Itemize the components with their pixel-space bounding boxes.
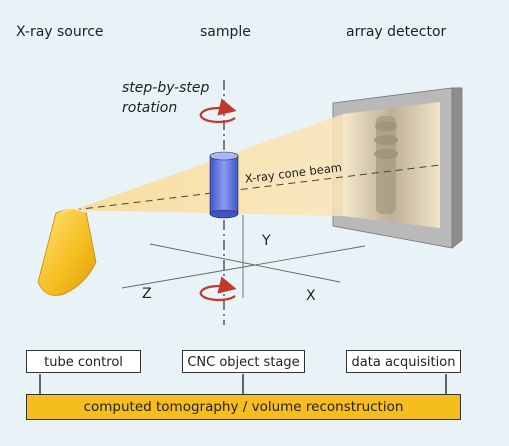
array-detector <box>332 87 463 249</box>
xray-source-label: X-ray source <box>16 24 104 40</box>
axis-x-label: X <box>306 288 316 304</box>
rotation-label-line2: rotation <box>122 100 178 116</box>
sample-label: sample <box>200 24 251 40</box>
axis-y-label: Y <box>262 233 271 249</box>
cnc-object-stage-box: CNC object stage <box>182 350 305 373</box>
xray-source-tube <box>37 207 97 296</box>
rotation-label-line1: step-by-step <box>122 80 210 96</box>
sample-cylinder <box>209 151 239 219</box>
detector-shadow-image <box>374 116 398 214</box>
xray-cone-beam <box>74 114 343 216</box>
reconstruction-bar: computed tomography / volume reconstruct… <box>26 394 461 420</box>
tube-control-box: tube control <box>26 350 141 373</box>
data-acquisition-box: data acquisition <box>346 350 461 373</box>
axis-z-label: Z <box>142 286 152 302</box>
array-detector-label: array detector <box>346 24 447 40</box>
rotation-arrow-bottom <box>199 276 237 302</box>
coordinate-axes <box>121 215 366 298</box>
rotation-arrow-top <box>199 98 237 124</box>
beam-center-line <box>73 164 441 211</box>
box-connectors <box>39 374 447 394</box>
